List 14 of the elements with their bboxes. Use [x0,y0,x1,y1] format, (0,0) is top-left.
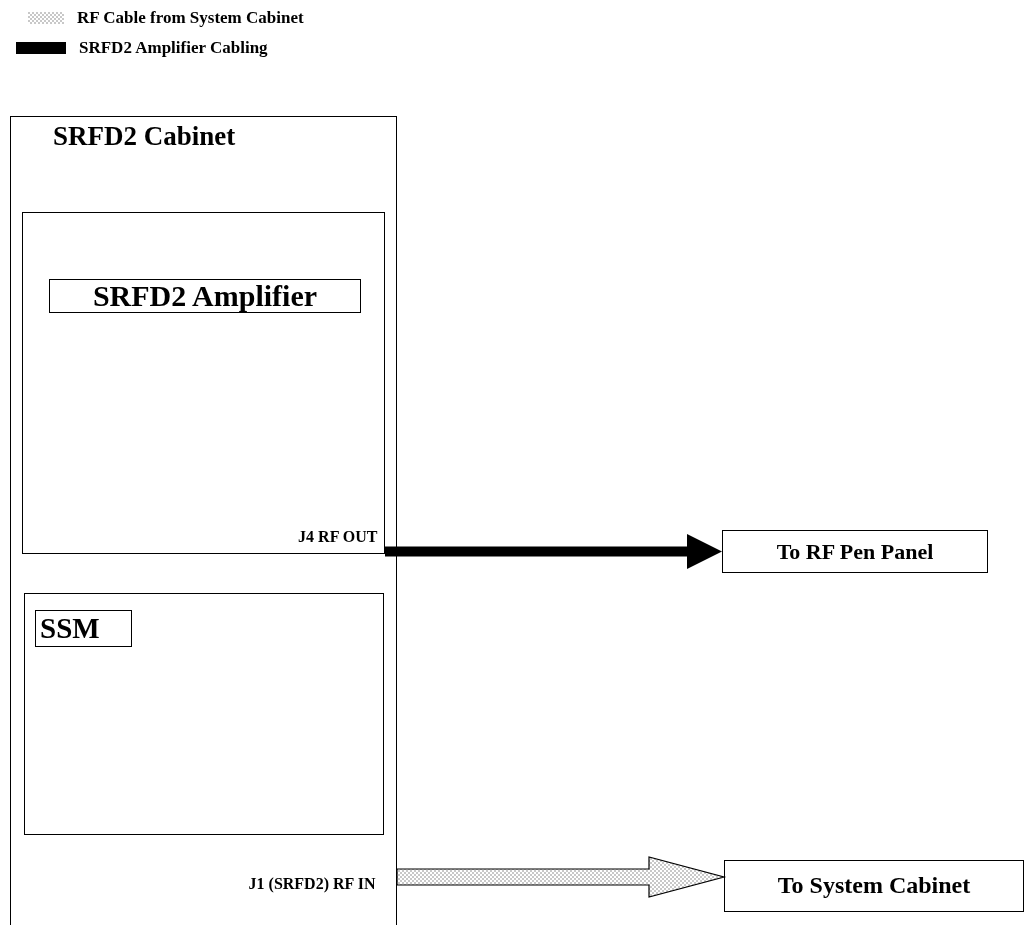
node-label: J4 RF OUT [298,528,378,547]
node-label: SRFD2 Cabinet [53,121,236,153]
component-box: SSM [35,610,132,647]
component-box: To RF Pen Panel [722,530,988,573]
component-box [10,116,397,925]
arrow [385,534,722,569]
component-box: SRFD2 Amplifier [49,279,361,313]
port-label: J1 (SRFD2) RF IN [129,871,376,898]
component-box [21,211,385,554]
legend-label: RF Cable from System Cabinet [77,8,304,28]
component-box: To System Cabinet [724,860,1024,912]
module-panel [23,592,384,835]
legend-label: SRFD2 Amplifier Cabling [79,38,268,58]
block-arrow [396,856,727,898]
